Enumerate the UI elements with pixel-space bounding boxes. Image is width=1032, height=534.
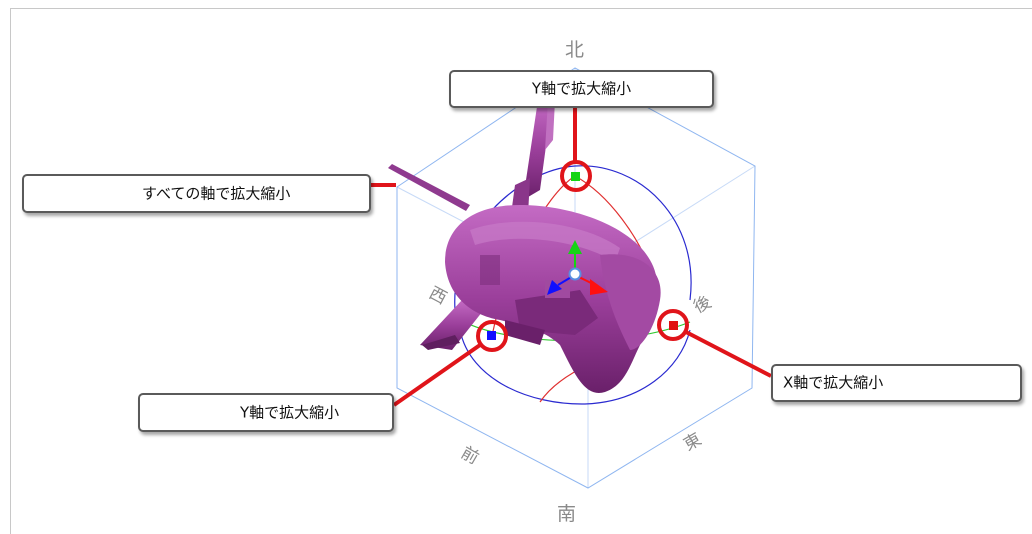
compass-front: 前 [457,443,482,469]
scale-handle-z-left[interactable] [476,320,508,352]
callout-scale-y-top-label: Y軸で拡大縮小 [531,79,632,98]
compass-south: 南 [557,503,576,525]
callout-scale-y-top: Y軸で拡大縮小 [449,70,714,108]
compass-north: 北 [565,39,584,61]
viewport-left-border [10,8,11,534]
blue-arc-lower [459,329,691,405]
viewport-top-border [10,8,1032,9]
callout-scale-x: X軸で拡大縮小 [771,364,1022,402]
callout-scale-x-label: X軸で拡大縮小 [783,373,884,392]
compass-west: 西 [426,283,450,309]
callout-scale-y-left-label: Y軸で拡大縮小 [240,403,340,421]
callout-scale-all-axes-label: すべての軸で拡大縮小 [142,184,291,202]
scale-gizmo-icon[interactable] [547,240,608,295]
compass-east: 東 [680,430,705,456]
aircraft-model-icon[interactable] [388,100,661,393]
callout-leaders [371,108,772,407]
compass-back: 後 [690,292,714,318]
callout-scale-y-left: Y軸で拡大縮小 [138,393,394,432]
scale-handle-x-right[interactable] [657,309,689,341]
callout-scale-all-axes: すべての軸で拡大縮小 [22,174,371,213]
